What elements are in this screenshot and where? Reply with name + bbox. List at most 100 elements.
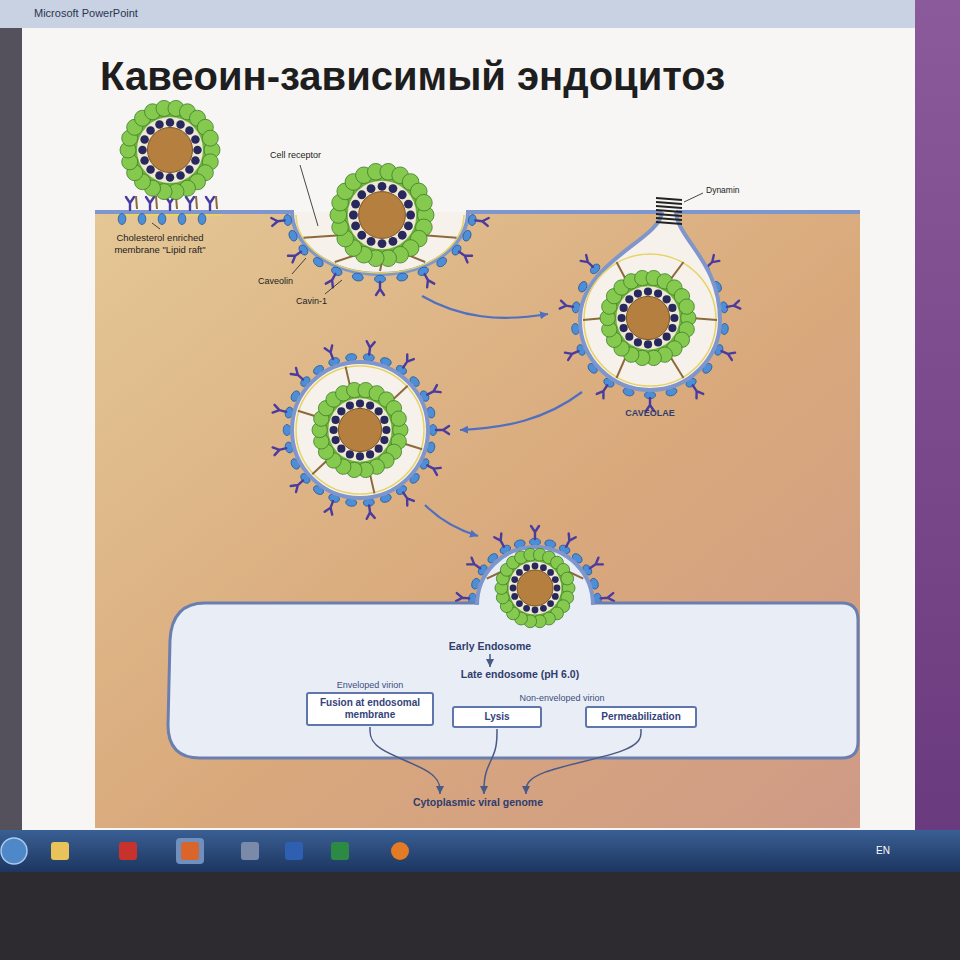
viral-core	[517, 570, 553, 606]
part-label-holder: Cholesterol enriched membrane "Lipid raf…	[104, 232, 216, 255]
window-title-holder: Microsoft PowerPoint	[34, 7, 138, 20]
process-node: Lysis	[452, 706, 541, 728]
capsid	[607, 277, 690, 360]
protein-coat	[118, 197, 740, 605]
receptor-y	[325, 345, 337, 360]
cell-receptor	[325, 345, 337, 360]
nucleoprotein	[146, 165, 155, 174]
caveolin-protein	[330, 265, 343, 277]
part-label-holder: Caveolin	[258, 276, 293, 287]
nucleoprotein	[511, 576, 518, 583]
virus-particle	[120, 100, 220, 199]
group-heading: Enveloped virion	[306, 680, 434, 691]
nucleoprotein	[366, 450, 374, 458]
slide	[22, 28, 915, 830]
cell-receptor	[494, 533, 507, 548]
nucleoprotein	[380, 416, 388, 424]
taskbar	[0, 830, 960, 872]
nucleoprotein	[146, 126, 155, 135]
flow-arrow	[484, 729, 497, 794]
virus-particle	[312, 382, 408, 477]
nucleoprotein	[378, 182, 387, 191]
viral-core	[359, 192, 406, 239]
nucleoprotein	[191, 135, 200, 144]
receptor-y	[291, 477, 306, 492]
start-button	[1, 838, 27, 864]
nucleoprotein	[357, 231, 366, 240]
nucleoprotein	[378, 239, 387, 248]
taskbar-slot	[236, 838, 264, 864]
caveolin-protein	[351, 272, 363, 282]
receptor-y	[186, 197, 194, 210]
receptor-y	[425, 462, 440, 475]
nucleoprotein	[351, 200, 360, 209]
nucleoprotein	[654, 290, 662, 298]
nucleoprotein	[654, 338, 662, 346]
nucleoprotein	[185, 126, 194, 135]
receptor-y	[494, 533, 507, 548]
cell-receptor	[325, 500, 337, 515]
cell-receptor	[421, 272, 434, 287]
nucleoprotein	[670, 314, 678, 322]
nucleoprotein	[620, 324, 628, 332]
caveola-vesicle	[580, 212, 720, 390]
endosome	[168, 603, 858, 758]
attachment-spike	[216, 196, 217, 209]
caveolin-protein	[450, 243, 463, 256]
receptor-y	[421, 272, 434, 287]
receptor-y	[565, 347, 580, 360]
cell-receptor	[467, 558, 482, 572]
cell-receptor	[560, 301, 574, 311]
cell-receptor	[186, 197, 194, 210]
cell-receptor	[400, 490, 414, 505]
receptor-y	[560, 301, 574, 311]
caveolin-protein	[158, 214, 166, 225]
endocytic-vesicle	[292, 362, 428, 498]
screen-edge	[915, 0, 960, 830]
nucleoprotein	[356, 400, 364, 408]
endosome-label: Early Endosome	[449, 640, 531, 653]
nucleoprotein	[346, 450, 354, 458]
attachment-spike	[136, 196, 137, 209]
cell-receptor	[726, 301, 740, 311]
cell-receptor	[206, 197, 214, 210]
cell-receptor	[126, 197, 134, 210]
receptor-y	[588, 558, 603, 572]
nucleoprotein	[406, 211, 415, 220]
receptor-y	[720, 347, 735, 360]
capsid-lobe	[416, 194, 433, 211]
caveolin-protein	[312, 256, 325, 269]
nucleoprotein	[625, 333, 633, 341]
leader-line	[300, 165, 318, 226]
nucleoprotein	[140, 156, 149, 165]
cell-receptor	[273, 444, 288, 455]
capsid	[127, 107, 213, 193]
receptor-y	[400, 490, 414, 505]
caveolin-protein	[198, 214, 206, 225]
process-box: Lysis	[452, 706, 541, 728]
nucleoprotein	[375, 407, 383, 415]
caveolin-protein	[283, 425, 291, 436]
cell-receptor	[436, 426, 449, 434]
nucleoprotein	[155, 120, 164, 129]
nucleoprotein	[516, 569, 523, 576]
nucleoprotein	[140, 135, 149, 144]
receptor-y	[400, 354, 414, 369]
receptor-y	[457, 248, 472, 262]
nucleoprotein	[366, 402, 374, 410]
nucleoprotein	[337, 445, 345, 453]
part-label: Cell receptor	[270, 150, 321, 161]
leader-line	[325, 280, 342, 294]
taskbar-slot	[326, 838, 354, 864]
window-title: Microsoft PowerPoint	[34, 7, 138, 20]
nucleoprotein	[389, 184, 398, 193]
nucleoprotein	[193, 146, 202, 155]
receptor-y	[146, 197, 154, 210]
nucleoprotein	[511, 593, 518, 600]
fusing-vesicle	[477, 547, 593, 605]
nucleoprotein	[191, 156, 200, 165]
